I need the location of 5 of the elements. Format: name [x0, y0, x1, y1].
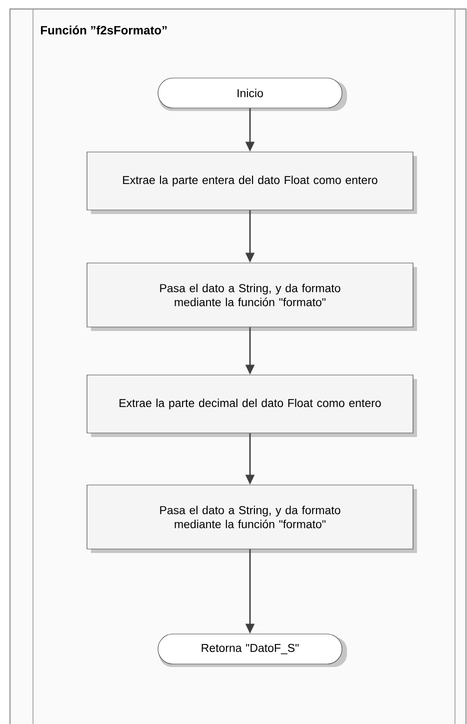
process-box: Extrae la parte entera del dato Float como entero [86, 152, 417, 214]
lane-title: Función ”f2sFormato” [41, 26, 167, 34]
process-box: Pasa el dato a String, y da formato mediante la función "formato" [86, 262, 417, 331]
process-box: Extrae la parte decimal del dato Float como entero [86, 374, 417, 437]
process-box: Pasa el dato a String, y da formato mediante la función "formato" [86, 484, 417, 553]
